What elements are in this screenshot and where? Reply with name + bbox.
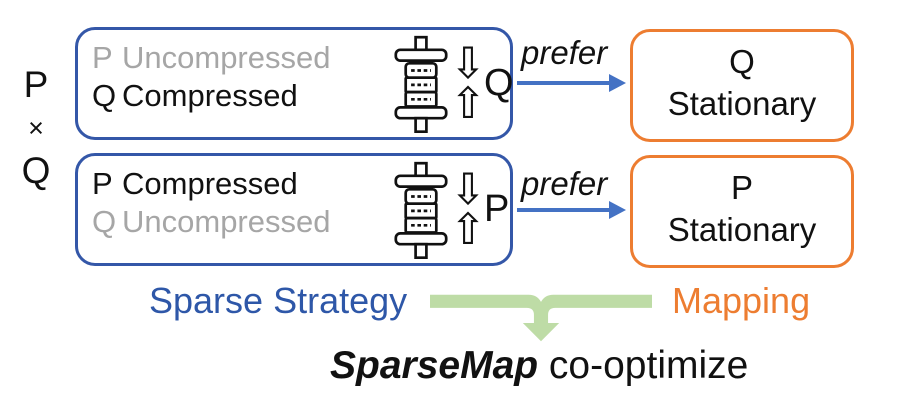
caption-title: SparseMap (330, 344, 539, 387)
operand-p: P (23, 64, 49, 105)
config-word: Uncompressed (122, 204, 331, 239)
squeeze-arrows: ⇩ ⇧ (450, 38, 487, 129)
dim-letter: Q (92, 78, 117, 113)
compressed-dim-label: Q (484, 62, 514, 104)
dim-letter: P (92, 40, 113, 75)
config-word: Uncompressed (122, 40, 331, 75)
caption-rest: co-optimize (538, 344, 749, 387)
config-word: Compressed (122, 78, 298, 113)
operand-q: Q (21, 150, 51, 191)
compress-up-arrow-icon: ⇧ (450, 78, 487, 129)
compressed-dim-label: P (484, 188, 510, 230)
dim-letter: P (92, 166, 113, 201)
mapping-box-2: P Stationary (630, 155, 854, 268)
stationary-label: Stationary (667, 85, 817, 122)
config-line-uncompressed: P Uncompressed (92, 39, 330, 77)
prefer-arrow (517, 81, 610, 85)
compress-down-arrow-icon: ⇩ (450, 38, 487, 89)
compress-press-icon (394, 161, 448, 259)
compress-press-icon (394, 35, 448, 133)
mapping-label: Mapping (672, 280, 811, 321)
caption: SparseMap co-optimize (330, 345, 748, 387)
prefer-label: prefer (521, 34, 608, 71)
prefer-arrow (517, 208, 610, 212)
compress-icon-group: ⇩ ⇧ Q (394, 33, 514, 134)
sparse-strategy-label: Sparse Strategy (149, 280, 408, 321)
stationary-dim: Q (729, 43, 755, 80)
merge-down-arrow-icon (430, 294, 652, 342)
compress-icon-group: ⇩ ⇧ P (394, 159, 509, 260)
dim-letter: Q (92, 204, 117, 239)
multiply-icon: × (28, 113, 44, 143)
compress-down-arrow-icon: ⇩ (450, 164, 487, 215)
matmul-operand-label: P × Q (8, 66, 64, 189)
prefer-arrow-head-icon (609, 201, 626, 219)
stationary-label: Stationary (667, 211, 817, 248)
compress-up-arrow-icon: ⇧ (450, 204, 487, 255)
mapping-box-1: Q Stationary (630, 29, 854, 142)
config-line-compressed: P Compressed (92, 165, 330, 203)
prefer-label: prefer (521, 165, 608, 202)
squeeze-arrows: ⇩ ⇧ (450, 164, 487, 255)
config-word: Compressed (122, 166, 298, 201)
prefer-arrow-head-icon (609, 74, 626, 92)
stationary-dim: P (730, 169, 753, 206)
